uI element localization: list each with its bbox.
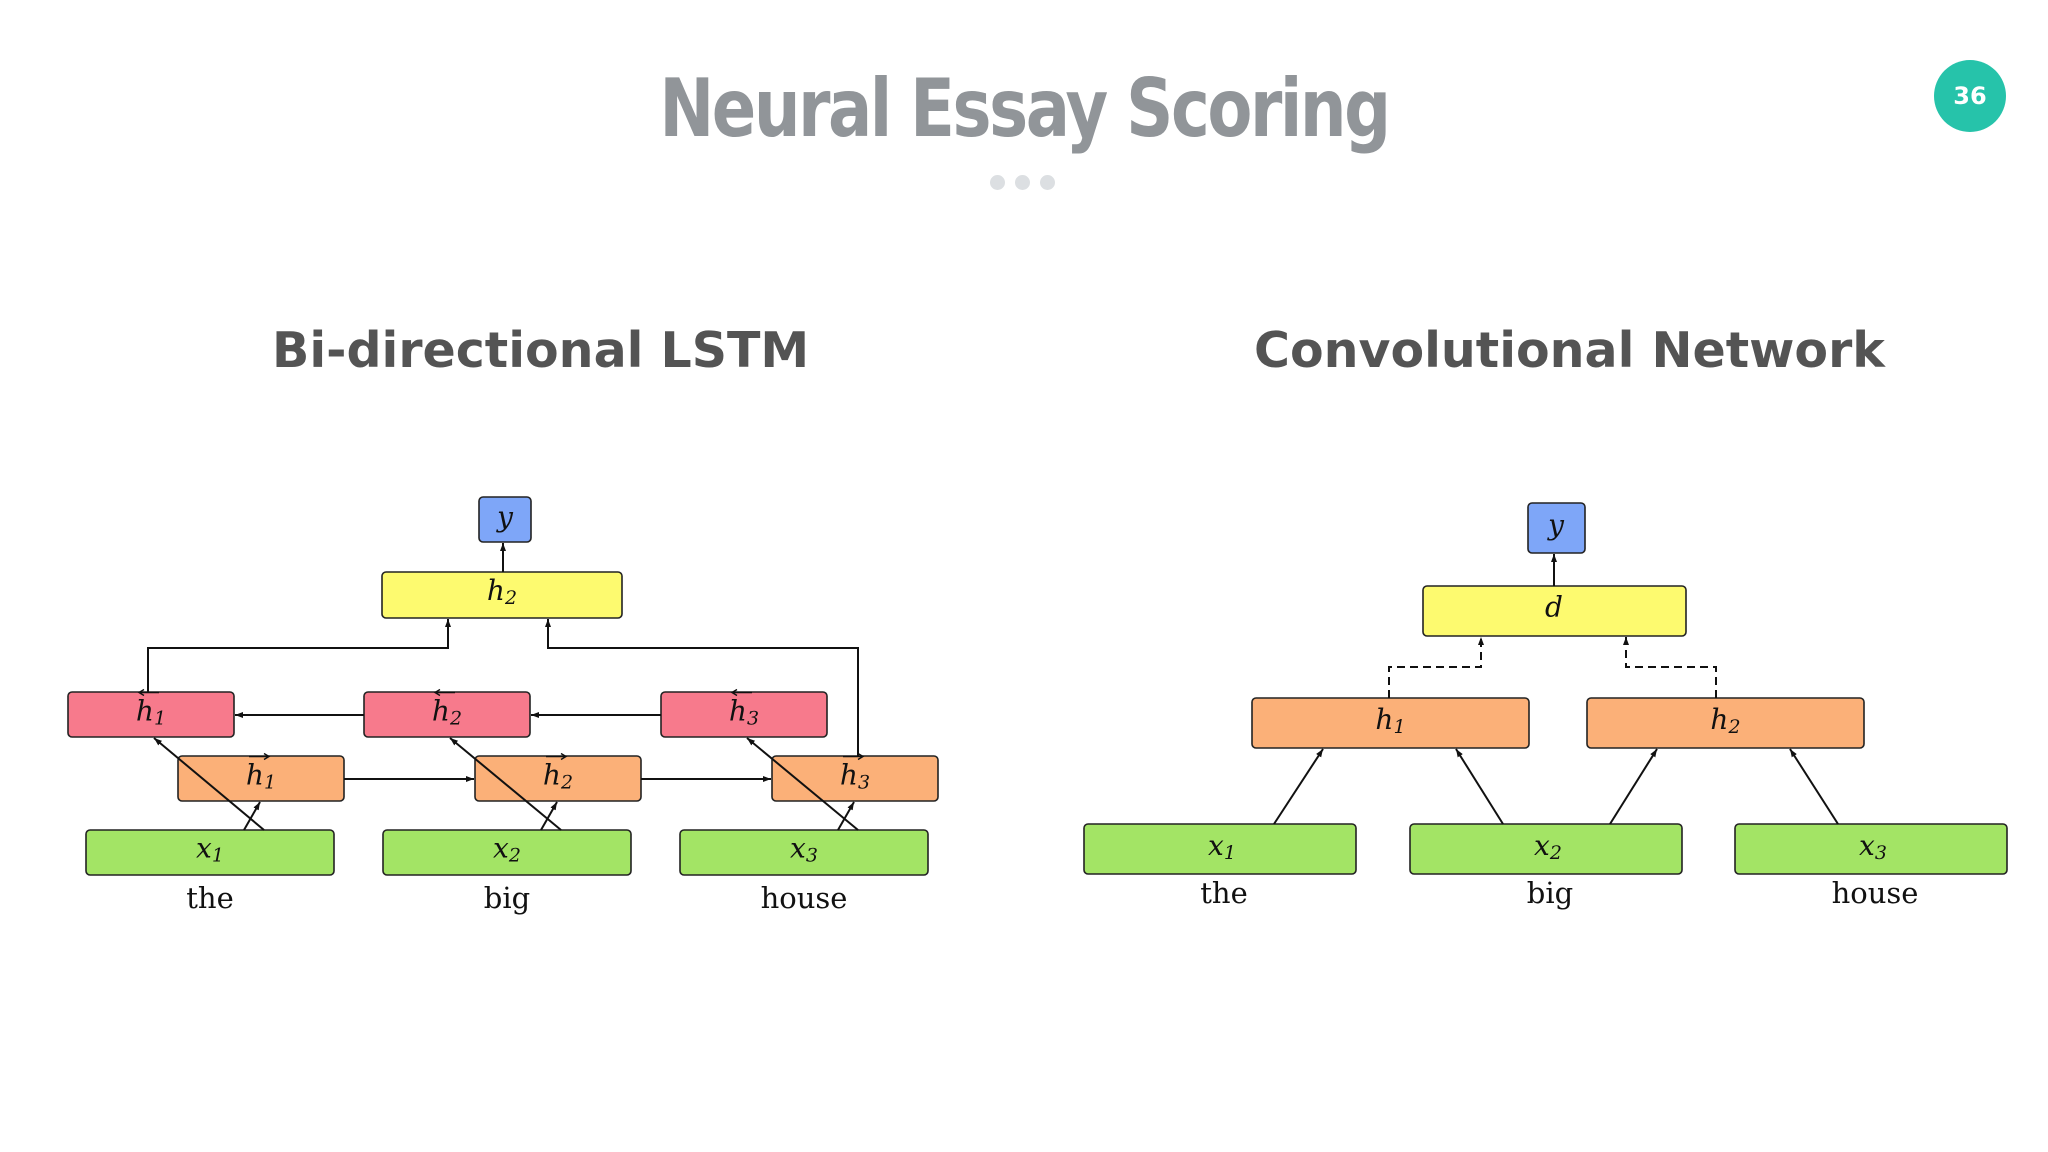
input-label: x1 <box>1208 829 1236 865</box>
input-to-forward-edge <box>837 801 855 831</box>
input-label: x2 <box>493 831 521 867</box>
output-label: y <box>495 501 514 534</box>
slide-title: Neural Essay Scoring <box>659 62 1391 155</box>
lstm-heading: Bi-directional LSTM <box>272 322 810 379</box>
cnn-heading: Convolutional Network <box>1254 322 1885 379</box>
input-word: big <box>1527 876 1573 910</box>
decoration-dot <box>990 175 1005 190</box>
input-label: x3 <box>790 831 818 867</box>
combined-hidden-label: h2 <box>487 574 517 610</box>
input-word: house <box>761 881 848 915</box>
input-node <box>1734 823 2008 875</box>
input-word: the <box>1200 876 1248 910</box>
input-to-conv-edge <box>1789 748 1839 825</box>
conv-hidden-node <box>1251 697 1530 749</box>
backward-to-combined-edge <box>147 619 451 692</box>
input-word: house <box>1832 876 1919 910</box>
conv-to-dense-edge <box>1623 637 1717 698</box>
backward-hidden-label: h3 <box>729 694 759 730</box>
left-arrow-accent <box>433 688 455 697</box>
forward-hidden-label: h2 <box>543 758 573 794</box>
conv-to-dense-edge <box>1388 637 1484 698</box>
input-to-conv-edge <box>1455 748 1504 825</box>
input-to-forward-edge <box>243 801 261 831</box>
right-arrow-accent <box>249 752 271 761</box>
input-label: x1 <box>196 831 224 867</box>
input-to-backward-edge <box>153 737 265 831</box>
conv-hidden-node <box>1586 697 1865 749</box>
input-to-backward-edge <box>449 737 562 831</box>
title-decoration-dots <box>990 175 1060 195</box>
input-node <box>1409 823 1683 875</box>
input-node <box>382 829 632 876</box>
page-number-badge: 36 <box>1934 60 2006 132</box>
conv-hidden-label: h1 <box>1375 703 1405 739</box>
input-node <box>1083 823 1357 875</box>
decoration-dot <box>1015 175 1030 190</box>
output-label: y <box>1546 509 1565 542</box>
input-to-backward-edge <box>746 737 859 831</box>
bilstm-diagram: x1 the x2 big x3 house h1 h2 h3 h1 h2 h3 h2 y <box>67 496 939 915</box>
input-to-forward-edge <box>540 801 558 831</box>
output-node <box>478 496 532 543</box>
input-to-conv-edge <box>1273 748 1324 825</box>
input-word: the <box>186 881 234 915</box>
forward-hidden-label: h1 <box>246 758 276 794</box>
input-label: x3 <box>1859 829 1887 865</box>
output-node <box>1527 502 1586 554</box>
forward-to-combined-edge <box>545 619 859 756</box>
input-label: x2 <box>1534 829 1562 865</box>
input-node <box>679 829 929 876</box>
decoration-dot <box>1040 175 1055 190</box>
left-arrow-accent <box>730 688 752 697</box>
cnn-diagram: x1 the x2 big x3 house h1 h2 d y <box>1083 502 2008 910</box>
input-word: big <box>484 881 530 915</box>
left-arrow-accent <box>137 688 159 697</box>
conv-hidden-label: h2 <box>1710 703 1740 739</box>
dense-label: d <box>1545 591 1563 624</box>
right-arrow-accent <box>546 752 568 761</box>
input-to-conv-edge <box>1609 748 1658 825</box>
forward-hidden-label: h3 <box>840 758 870 794</box>
input-node <box>85 829 335 876</box>
right-arrow-accent <box>843 752 865 761</box>
backward-hidden-label: h1 <box>136 694 166 730</box>
backward-hidden-label: h2 <box>432 694 462 730</box>
